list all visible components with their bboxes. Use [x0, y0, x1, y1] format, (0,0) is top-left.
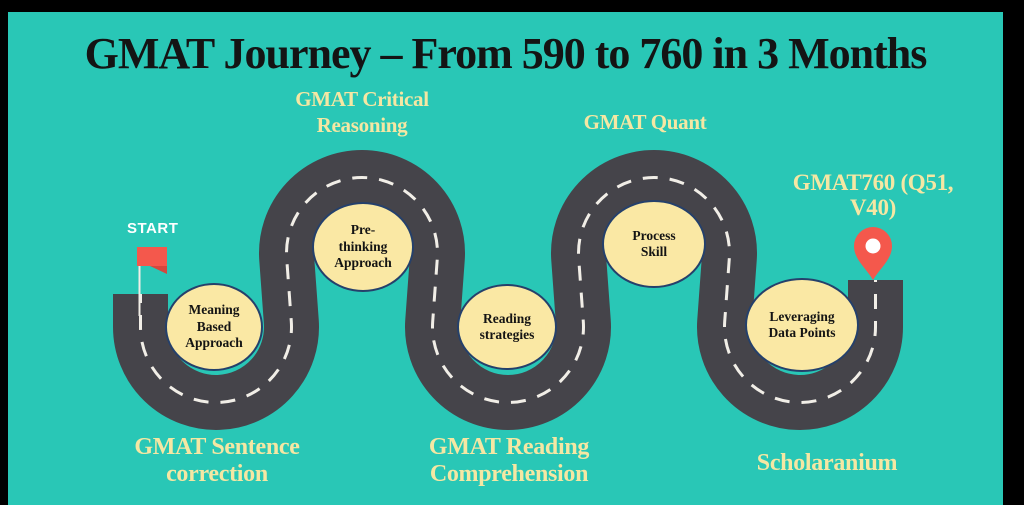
road-center-dashes	[139, 176, 877, 404]
milestone-meaning-based-approach: Meaning Based Approach	[165, 283, 263, 371]
start-flag-fold	[150, 266, 167, 274]
milestone-label: Process Skill	[632, 227, 676, 260]
milestone-label: Reading strategies	[479, 310, 535, 343]
label-gmat-sentence-correction: GMAT Sentence correction	[134, 434, 300, 487]
infographic-canvas: GMAT Journey – From 590 to 760 in 3 Mont…	[8, 12, 1003, 505]
milestone-process-skill: Process Skill	[602, 200, 706, 288]
label-gmat-reading-comprehension: GMAT Reading Comprehension	[428, 434, 590, 487]
label-gmat760-score: GMAT760 (Q51, V40)	[792, 170, 954, 220]
milestone-label: Pre- thinking Approach	[334, 222, 392, 271]
destination-pin-hole	[865, 238, 881, 254]
milestone-leveraging-data-points: Leveraging Data Points	[745, 278, 859, 372]
milestone-reading-strategies: Reading strategies	[457, 284, 557, 370]
label-scholaranium: Scholaranium	[756, 450, 898, 476]
page-title: GMAT Journey – From 590 to 760 in 3 Mont…	[84, 29, 928, 78]
milestone-pre-thinking-approach: Pre- thinking Approach	[312, 202, 414, 292]
start-flag-icon	[137, 247, 167, 266]
label-gmat-quant: GMAT Quant	[583, 110, 707, 134]
start-label: START	[127, 220, 179, 237]
milestone-label: Meaning Based Approach	[185, 302, 243, 351]
label-gmat-critical-reasoning: GMAT Critical Reasoning	[295, 87, 429, 137]
milestone-label: Leveraging Data Points	[768, 308, 836, 341]
